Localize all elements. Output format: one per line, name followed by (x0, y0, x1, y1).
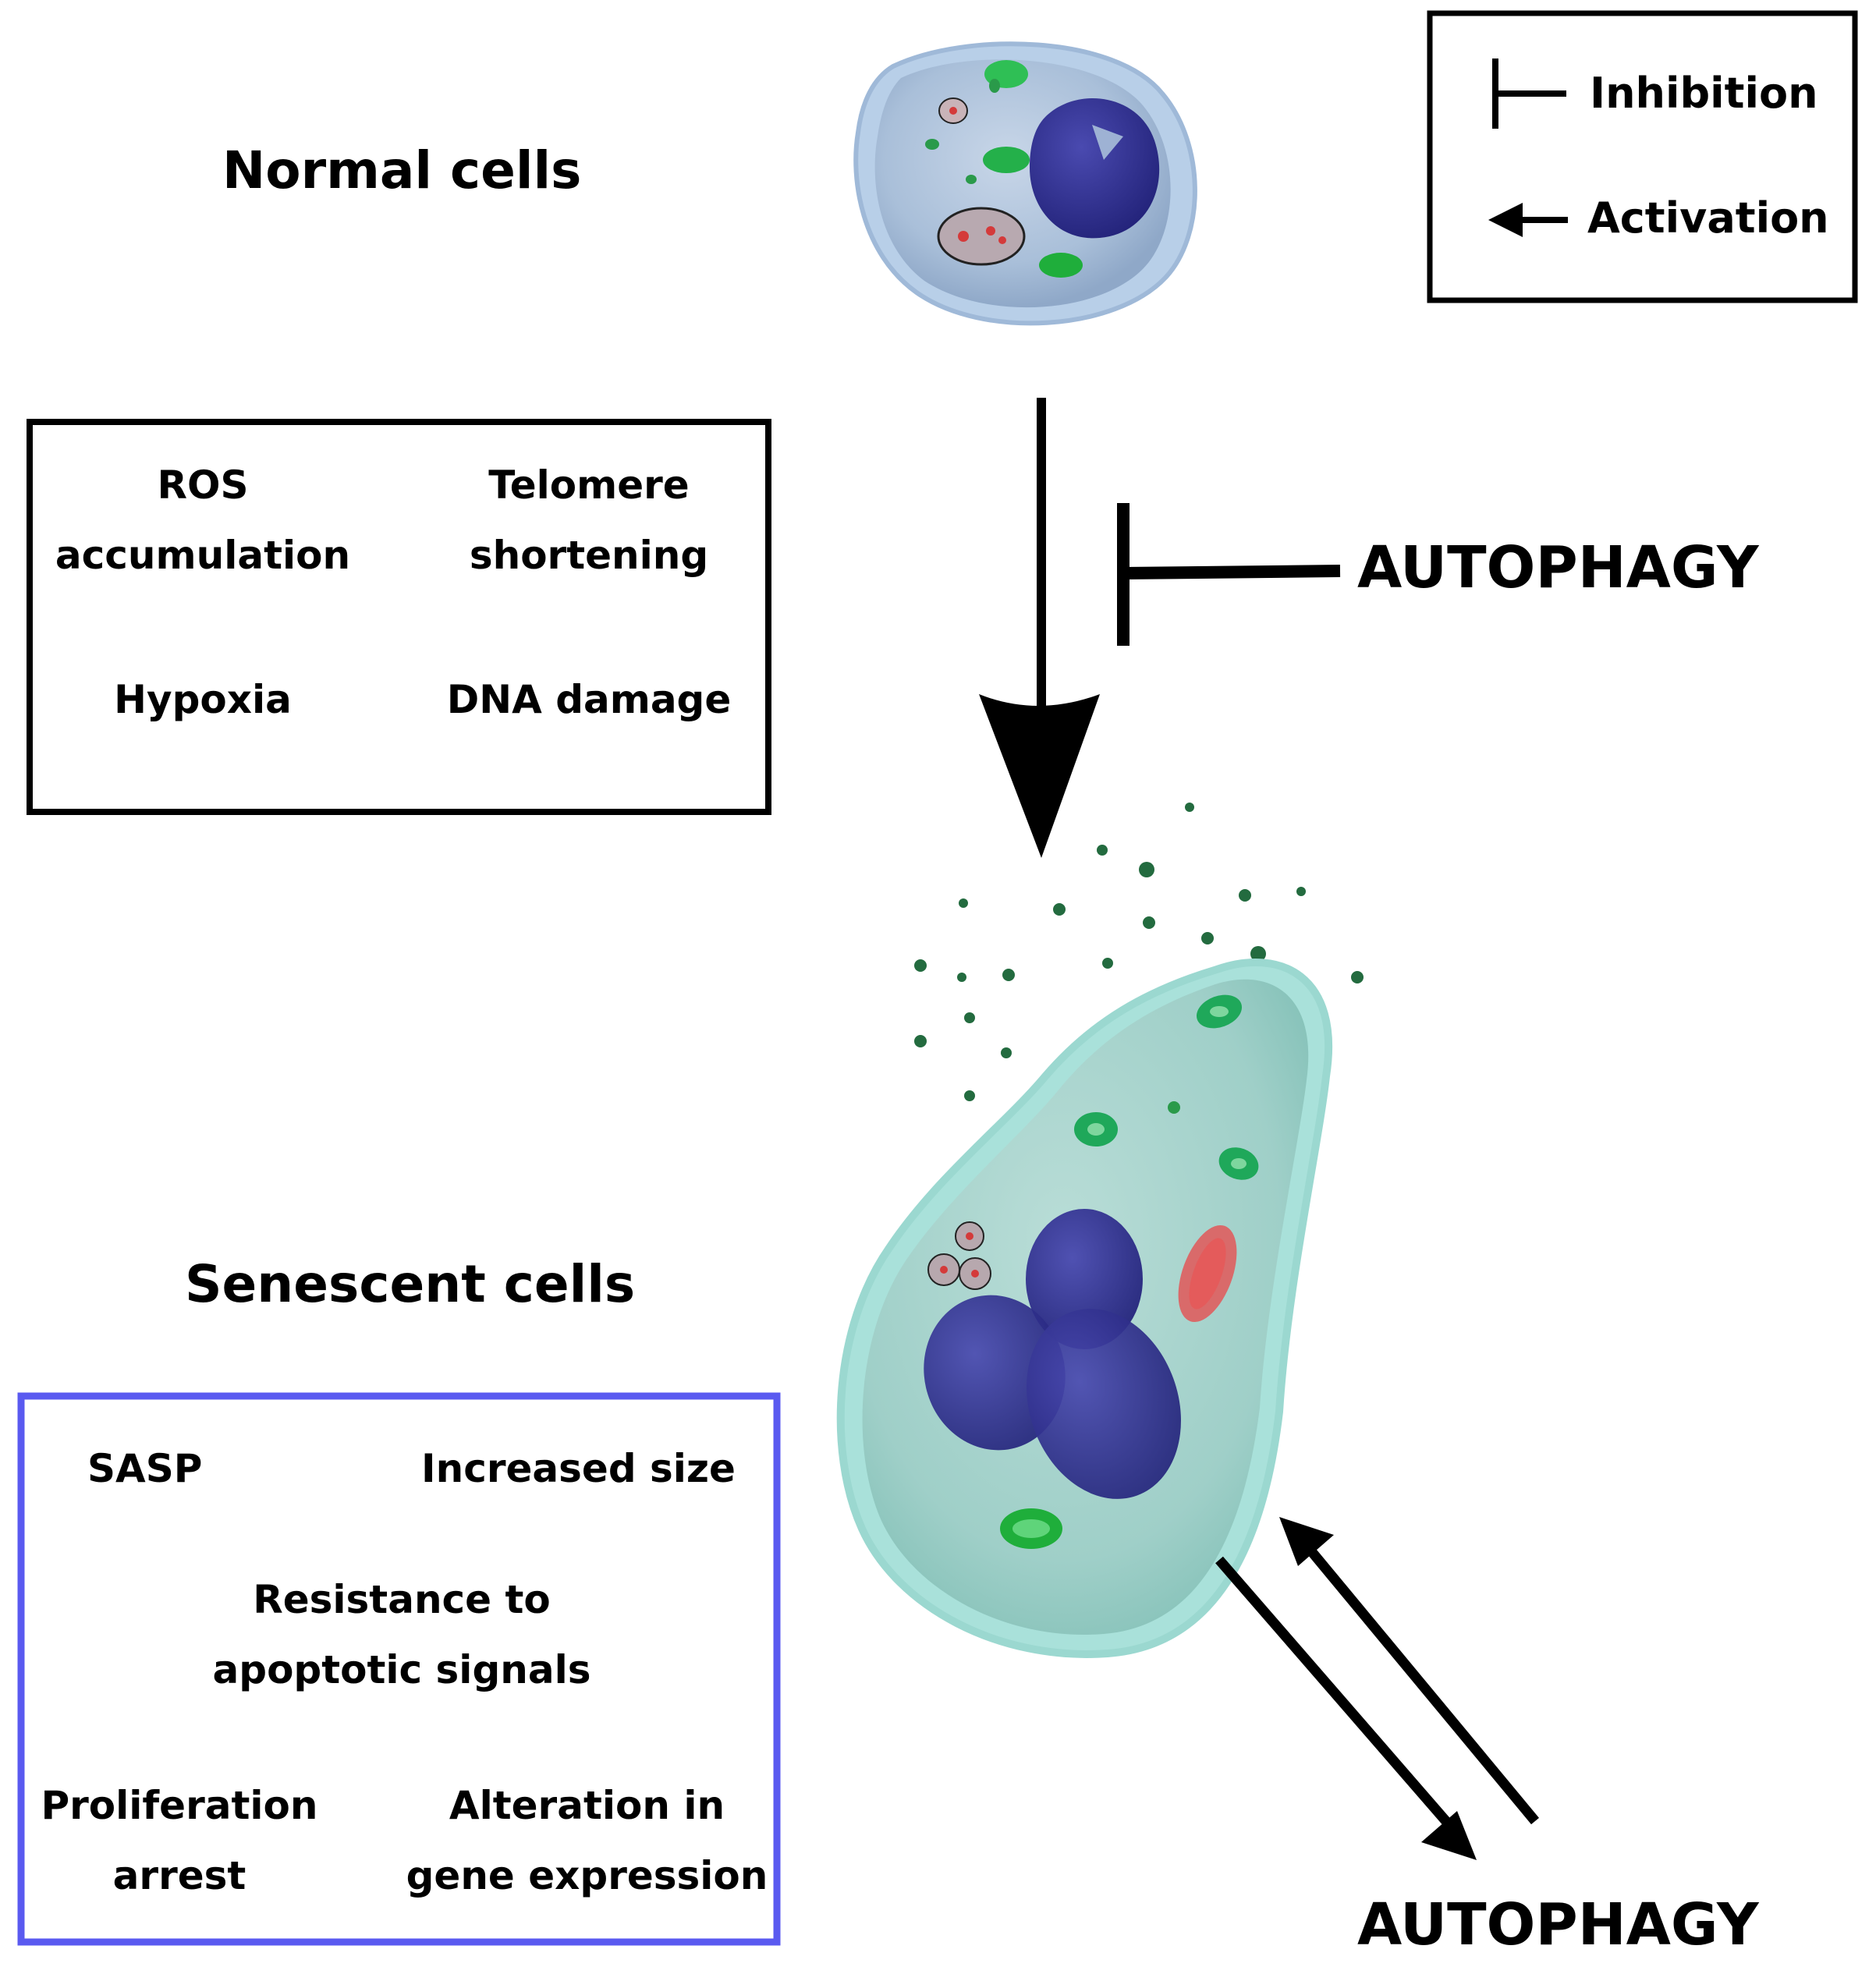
activation-legend-icon (1488, 203, 1568, 237)
normal-lysosome-large (937, 207, 1026, 266)
senescent-lysosomes (927, 1221, 991, 1290)
normal-cells-title: Normal cells (222, 140, 582, 200)
resistance-line-1: Resistance to (253, 1577, 551, 1622)
increased-size: Increased size (421, 1446, 736, 1491)
sasp-particles (914, 803, 1364, 1101)
senescent-cell (836, 959, 1333, 1658)
proliferation-arrest: Proliferation arrest (35, 1770, 324, 1911)
sasp: SASP (87, 1446, 203, 1491)
telomere-line-2: shortening (469, 533, 709, 578)
senescent-nucleus (924, 1209, 1181, 1499)
resistance-line-2: apoptotic signals (212, 1647, 591, 1692)
autophagy-top-label: AUTOPHAGY (1357, 534, 1759, 601)
telomere-shortening: Telomere shortening (437, 450, 741, 590)
stress-box (27, 419, 771, 815)
autophagy-inhibition-symbol (1117, 503, 1341, 646)
alteration-line-2: gene expression (406, 1853, 768, 1898)
ros-accumulation: ROS accumulation (47, 450, 359, 590)
features-box (17, 1392, 781, 1946)
senescent-cells-title: Senescent cells (185, 1254, 636, 1314)
telomere-line-1: Telomere (488, 462, 690, 508)
resistance-to-apoptotic-signals: Resistance to apoptotic signals (179, 1565, 624, 1705)
alteration-line-1: Alteration in (449, 1783, 725, 1828)
proliferation-line-2: arrest (112, 1853, 246, 1898)
legend-box (1427, 10, 1858, 303)
dna-damage: DNA damage (446, 677, 732, 722)
normal-mitochondrion-2 (983, 147, 1030, 173)
ros-line-2: accumulation (55, 533, 351, 578)
normal-cell (853, 41, 1197, 326)
activation-legend-label: Activation (1587, 193, 1829, 243)
transition-arrow (979, 398, 1100, 858)
alteration-in-gene-expression: Alteration in gene expression (406, 1770, 768, 1911)
ros-line-1: ROS (157, 462, 249, 508)
normal-mitochondrion-3 (1039, 253, 1083, 278)
autophagy-bidirectional-arrows (1215, 1517, 1540, 1860)
normal-nucleus (1030, 98, 1160, 239)
hypoxia: Hypoxia (114, 677, 292, 722)
inhibition-legend-icon (1492, 58, 1566, 129)
autophagy-bottom-label: AUTOPHAGY (1357, 1891, 1759, 1958)
inhibition-legend-label: Inhibition (1590, 69, 1818, 118)
proliferation-line-1: Proliferation (41, 1783, 318, 1828)
